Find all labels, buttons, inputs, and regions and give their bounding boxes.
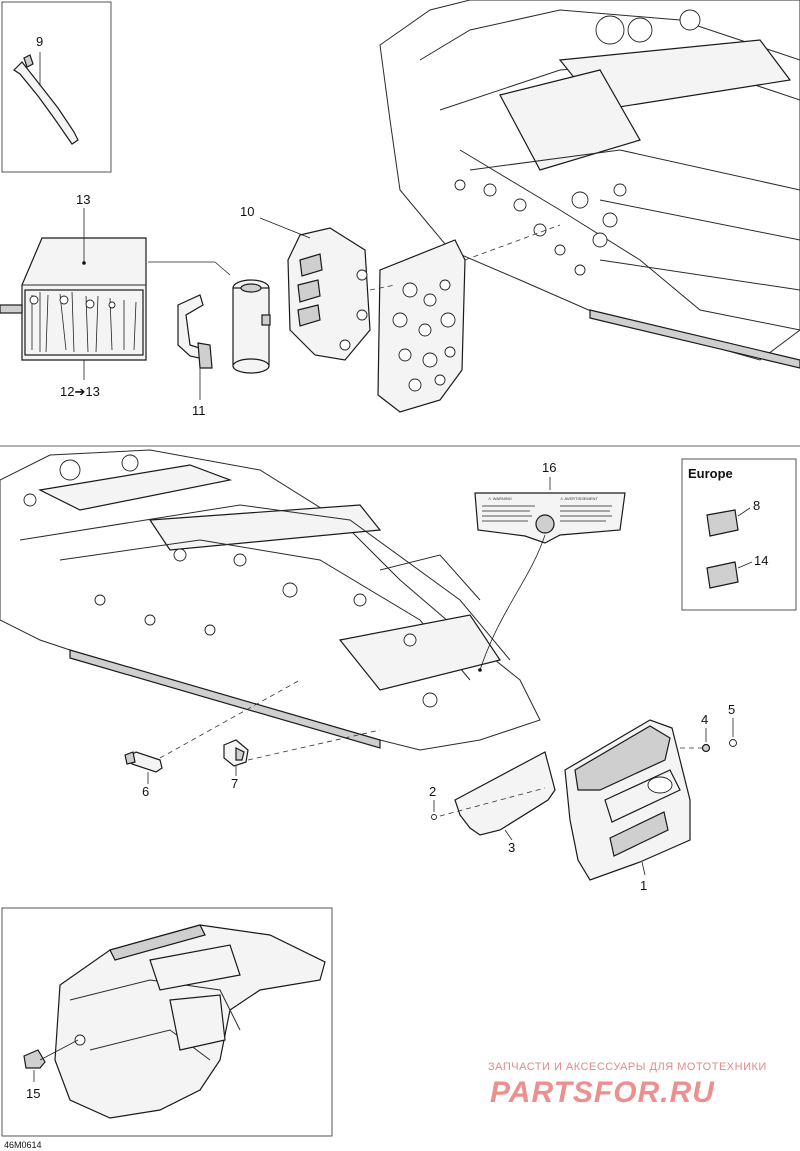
callout-13: 13 xyxy=(76,192,90,207)
item-7-part xyxy=(223,729,381,776)
decal-left-heading: ⚠ WARNING xyxy=(488,496,512,501)
callout-8: 8 xyxy=(753,498,760,513)
callout-11: 11 xyxy=(192,403,206,418)
item-2-fastener xyxy=(431,814,437,820)
callout-7: 7 xyxy=(231,776,238,791)
callout-1: 1 xyxy=(640,878,647,893)
callout-2: 2 xyxy=(429,784,436,799)
watermark-line1: ЗАПЧАСТИ И АКСЕССУАРЫ ДЛЯ МОТОТЕХНИКИ xyxy=(488,1061,767,1073)
item-3-shield xyxy=(439,751,556,841)
rear-body-panel xyxy=(54,924,326,1119)
item-5-nut xyxy=(729,739,737,747)
item-13-tool-kit xyxy=(0,208,231,380)
callout-16: 16 xyxy=(542,460,556,475)
item-14-patch xyxy=(706,561,739,589)
item-9-bracket xyxy=(13,52,79,145)
item-1-nose-panel xyxy=(564,719,705,881)
item-8-patch xyxy=(706,509,739,537)
diagram-code: 46M0614 xyxy=(4,1140,42,1150)
callout-3: 3 xyxy=(508,840,515,855)
item-10-holder xyxy=(259,217,371,361)
holder-dash-line xyxy=(369,284,396,291)
callout-12-to-13: 12➔13 xyxy=(60,384,100,399)
upper-chassis-frame xyxy=(379,0,800,369)
europe-box: Europe xyxy=(681,458,797,611)
callout-6: 6 xyxy=(142,784,149,799)
callout-9: 9 xyxy=(36,34,43,49)
item-15-part xyxy=(23,1039,79,1082)
callout-4: 4 xyxy=(701,712,708,727)
mounting-plate xyxy=(377,239,466,413)
decal-right-heading: ⚠ AVERTISSEMENT xyxy=(560,496,598,501)
watermark-line2: PARTSFOR.RU xyxy=(490,1076,715,1109)
callout-14: 14 xyxy=(754,553,768,568)
lower-chassis-frame xyxy=(0,449,541,751)
item-9-inset-frame xyxy=(1,1,112,173)
item-4-washer xyxy=(701,743,711,753)
callout-10: 10 xyxy=(240,204,254,219)
plate-dash-line xyxy=(464,224,561,261)
callout-5: 5 xyxy=(728,702,735,717)
callout-15: 15 xyxy=(26,1086,40,1101)
item-11-strap xyxy=(177,294,213,400)
tool-roll-cylinder xyxy=(232,279,271,374)
item-16-warning-decal: ⚠ WARNING ⚠ AVERTISSEMENT xyxy=(474,477,626,672)
item-6-part xyxy=(124,679,301,784)
europe-title: Europe xyxy=(688,466,733,481)
